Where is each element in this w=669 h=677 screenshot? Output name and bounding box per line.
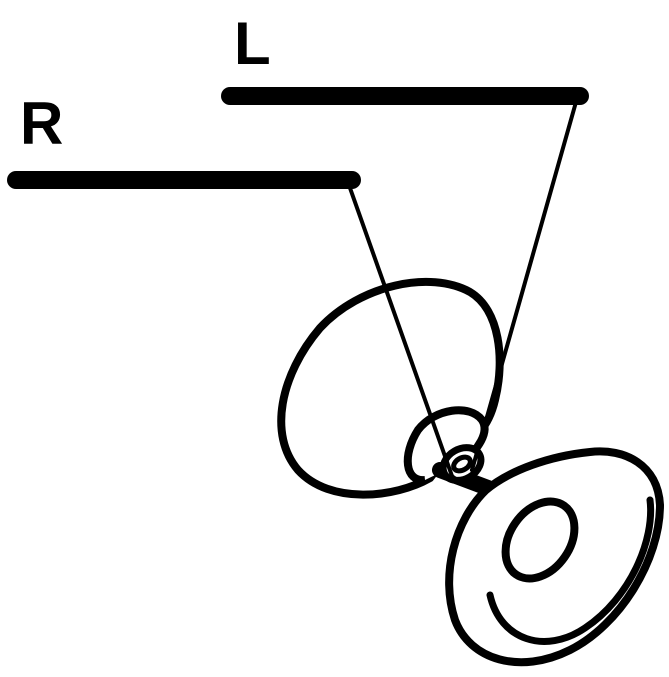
- string-left-segment: [472, 102, 576, 470]
- right-stick-label: R: [20, 90, 63, 157]
- left-stick-label: L: [234, 10, 271, 77]
